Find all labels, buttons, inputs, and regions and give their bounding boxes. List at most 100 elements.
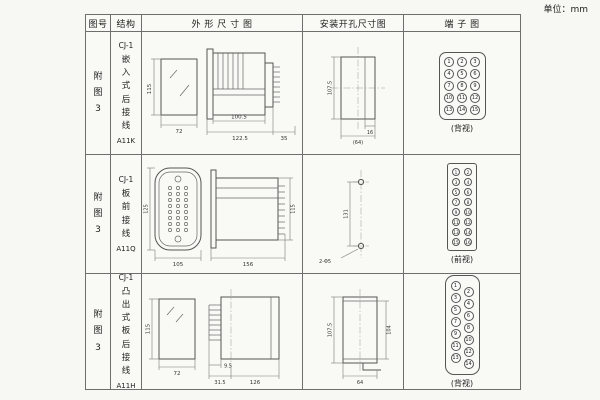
dim-label: 125 <box>144 204 150 214</box>
dim-label: 126 <box>250 380 261 386</box>
terminal-circle: 11 <box>450 340 461 351</box>
terminal-circle: 7 <box>450 316 461 327</box>
dim-label: 122.5 <box>232 136 248 142</box>
terminal-circle: 6 <box>464 188 472 196</box>
terminal-circle: 10 <box>464 208 472 216</box>
terminal-circle: 13 <box>450 352 461 363</box>
install-drawing-cell: 131 2-Φ5 <box>303 155 403 273</box>
dim-label: 16 <box>367 130 373 136</box>
model-label: CJ-1 <box>118 175 134 185</box>
dim-label: 100.5 <box>231 115 247 121</box>
install-drawing-cell: 107.5 16 (64) <box>303 32 403 154</box>
dim-label: 107.5 <box>328 81 334 95</box>
outline-drawing-a11h: 115 72 9.5 31.5 126 <box>146 288 280 386</box>
terminal-circle: 5 <box>450 304 461 315</box>
terminal-circle: 2 <box>463 286 474 297</box>
terminal-circle: 12 <box>464 218 472 226</box>
dim-label: 72 <box>176 129 183 135</box>
outline-drawing-a11q: 125 105 156 115 <box>144 167 297 268</box>
terminal-circle: 10 <box>444 93 454 103</box>
dim-label: 104 <box>387 325 393 335</box>
structure-cell: CJ-1 板前接线 A11Q <box>111 155 141 273</box>
dim-label: 35 <box>281 136 288 142</box>
terminal-circle: 6 <box>470 69 480 79</box>
terminal-circle: 12 <box>463 346 474 357</box>
terminal-circle: 8 <box>463 322 474 333</box>
structure-cell: CJ-1 嵌入式后接线 A11K <box>111 32 141 154</box>
terminal-circle: 16 <box>464 238 472 246</box>
dim-label: 131 <box>344 209 350 219</box>
figure-no-cell: 附图3 <box>86 32 110 154</box>
terminal-circle: 9 <box>450 328 461 339</box>
figure-no-cell: 附图3 <box>86 155 110 273</box>
terminal-circle: 6 <box>463 310 474 321</box>
dim-label: 72 <box>174 371 181 377</box>
dim-label: 31.5 <box>214 380 225 386</box>
terminal-circle: 7 <box>444 81 454 91</box>
spec-table: 图号 结构 外 形 尺 寸 图 安装开孔尺寸图 端 子 图 附图3 CJ-1 嵌… <box>85 14 521 390</box>
terminal-circle: 4 <box>444 69 454 79</box>
install-drawing-a11q: 131 2-Φ5 <box>319 170 369 265</box>
unit-label: 单位：mm <box>543 5 588 15</box>
dim-label: 115 <box>291 204 297 214</box>
header-terminal-diagram: 端 子 图 <box>404 15 520 31</box>
terminal-circle: 5 <box>457 69 467 79</box>
outline-drawing-cell: 115 72 100.5 1 <box>142 32 302 154</box>
terminal-circle: 3 <box>450 292 461 303</box>
dim-label: 115 <box>147 83 153 94</box>
terminal-view-label: (背视) <box>450 378 474 388</box>
terminal-circle: 1 <box>452 168 460 176</box>
dim-label: (64) <box>353 140 363 146</box>
figure-no-cell: 附图3 <box>86 274 110 389</box>
model-code-label: A11H <box>116 382 136 389</box>
header-outline-dims: 外 形 尺 寸 图 <box>142 15 302 31</box>
header-figure-no: 图号 <box>86 15 110 31</box>
header-install-dims: 安装开孔尺寸图 <box>303 15 403 31</box>
terminal-circle: 2 <box>464 168 472 176</box>
terminal-circle: 9 <box>470 81 480 91</box>
terminal-circle: 14 <box>464 228 472 236</box>
model-code-label: A11K <box>116 137 136 146</box>
dim-label: 9.5 <box>224 363 232 369</box>
terminal-circle: 15 <box>470 105 480 115</box>
model-label: CJ-1 <box>118 40 134 50</box>
outline-drawing-cell: 125 105 156 115 <box>142 155 302 273</box>
model-code-label: A11Q <box>116 244 136 253</box>
mount-type-label: 板前接线 <box>121 189 131 239</box>
mount-type-label: 嵌入式后接线 <box>121 54 131 131</box>
terminal-circle: 3 <box>452 178 460 186</box>
dim-label: 107.5 <box>328 322 334 336</box>
dim-label: 115 <box>146 323 152 334</box>
terminal-circle: 8 <box>464 198 472 206</box>
dim-label: 64 <box>357 380 363 386</box>
terminal-circle: 11 <box>457 93 467 103</box>
outline-drawing-cell: 115 72 9.5 31.5 126 <box>142 274 302 389</box>
terminal-view-label: (背视) <box>450 124 474 133</box>
dim-label: 105 <box>173 262 184 268</box>
terminal-circle: 5 <box>452 188 460 196</box>
figure-no: 附图3 <box>93 192 103 236</box>
structure-cell: CJ-1 凸出式板后接线 A11H <box>111 274 141 389</box>
terminal-circle: 13 <box>444 105 454 115</box>
header-structure: 结构 <box>111 15 141 31</box>
model-label: CJ-1 <box>118 274 134 282</box>
terminal-circle: 1 <box>444 57 454 67</box>
terminal-circle: 15 <box>452 238 460 246</box>
terminal-circle: 11 <box>452 218 460 226</box>
terminal-circle: 2 <box>457 57 467 67</box>
terminal-circle: 8 <box>457 81 467 91</box>
terminal-circle: 14 <box>457 105 467 115</box>
terminal-circle: 4 <box>463 298 474 309</box>
hole-callout-label: 2-Φ5 <box>319 259 331 265</box>
outline-drawing-a11k: 115 72 100.5 1 <box>147 48 296 142</box>
terminal-circle: 13 <box>452 228 460 236</box>
